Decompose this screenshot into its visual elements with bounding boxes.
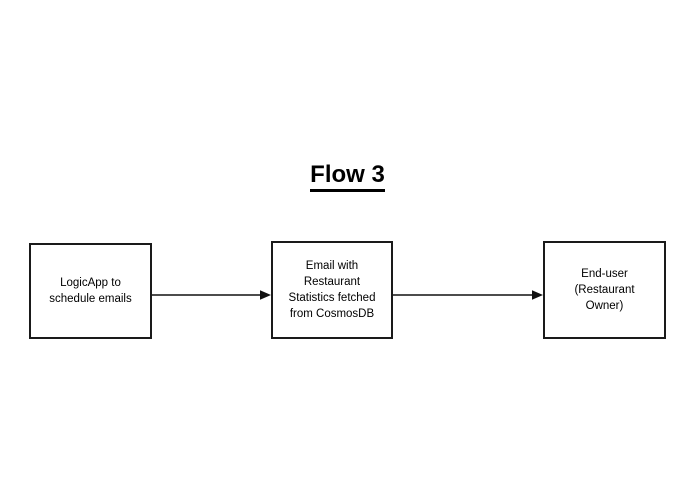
connector-email-to-enduser	[393, 287, 543, 303]
node-enduser-label: End-user (Restaurant Owner)	[574, 268, 635, 312]
page-title: Flow 3	[0, 160, 695, 192]
node-email-label: Email with Restaurant Statistics fetched…	[288, 260, 376, 320]
node-enduser[interactable]: End-user (Restaurant Owner)	[543, 241, 666, 339]
node-logicapp-label: LogicApp to schedule emails	[49, 277, 132, 305]
node-logicapp[interactable]: LogicApp to schedule emails	[29, 243, 152, 339]
page-title-text: Flow 3	[310, 161, 385, 192]
connector-logicapp-to-email	[152, 287, 271, 303]
node-email[interactable]: Email with Restaurant Statistics fetched…	[271, 241, 393, 339]
